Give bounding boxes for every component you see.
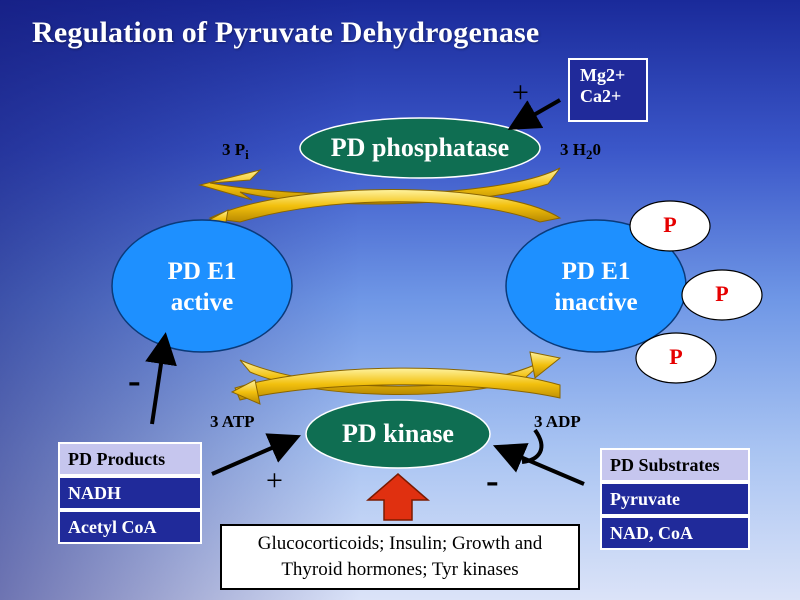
phosphate-label-top: P xyxy=(663,212,677,237)
pd-kinase-ellipse xyxy=(305,399,491,469)
pd-phosphatase-label: PD phosphatase xyxy=(330,133,510,162)
pd-substrates-item-pyruvate: Pyruvate xyxy=(600,482,750,516)
kinase-arrow-lower-head xyxy=(230,379,261,405)
pi-label: 3 Pi xyxy=(222,140,249,162)
pi-subscript: i xyxy=(245,147,249,162)
slide-title: Regulation of Pyruvate Dehydrogenase xyxy=(32,16,540,49)
pd-products-item-nadh: NADH xyxy=(58,476,202,510)
kinase-arrow-upper-head xyxy=(529,351,562,379)
phosphate-circle-bottom xyxy=(635,332,717,384)
phosphate-circle-top xyxy=(629,200,711,252)
phosphate-label-right: P xyxy=(715,281,729,306)
pd-e1-inactive-line1: PD E1 xyxy=(561,258,631,285)
pd-substrates-header: PD Substrates xyxy=(600,448,750,482)
pd-kinase-label: PD kinase xyxy=(342,419,454,448)
atp-label: 3 ATP xyxy=(210,412,255,431)
phosphatase-arrow-lower xyxy=(208,189,562,223)
products-inhibit-arrow xyxy=(145,332,177,425)
phosphate-label-bottom: P xyxy=(669,344,683,369)
pd-e1-active-line2: active xyxy=(170,289,234,317)
pd-substrates-item-nad-coa: NAD, CoA xyxy=(600,516,750,550)
pd-phosphatase-ellipse xyxy=(299,117,541,179)
pd-e1-inactive-label: PD E1 inactive xyxy=(506,256,686,319)
water-prefix: 3 H xyxy=(560,140,586,159)
pd-products-header: PD Products xyxy=(58,442,202,476)
ca-label: Ca2+ xyxy=(580,85,622,106)
substrates-minus-sign: - xyxy=(486,460,499,502)
pd-e1-active-line1: PD E1 xyxy=(167,258,237,285)
kinase-plus-sign: + xyxy=(266,464,283,497)
cofactor-plus-sign: + xyxy=(512,76,529,109)
mg-label: Mg2+ xyxy=(580,65,626,85)
hormone-line2: Thyroid hormones; Tyr kinases xyxy=(281,559,519,580)
pd-products-item-acetyl-coa: Acetyl CoA xyxy=(58,510,202,544)
adp-label: 3 ADP xyxy=(534,412,581,431)
cofactor-arrow xyxy=(507,98,561,130)
water-suffix: 0 xyxy=(592,140,601,159)
pi-prefix: 3 P xyxy=(222,140,246,159)
substrates-inhibit-kinase-arrow xyxy=(492,443,585,486)
water-subscript: 2 xyxy=(585,147,593,162)
pd-e1-inactive-line2: inactive xyxy=(554,289,638,317)
pd-e1-active-ellipse xyxy=(111,219,293,353)
adp-release-arrow xyxy=(521,428,544,464)
hormone-up-arrow xyxy=(365,473,431,521)
kinase-arrow-lower xyxy=(234,367,561,401)
cofactor-box: Mg2+ Ca2+ xyxy=(568,58,648,122)
products-minus-sign: - xyxy=(128,360,141,402)
products-activate-kinase-arrow xyxy=(211,433,302,476)
pd-e1-active-label: PD E1 active xyxy=(112,256,292,319)
hormone-box: Glucocorticoids; Insulin; Growth and Thy… xyxy=(220,524,580,590)
hormone-line1: Glucocorticoids; Insulin; Growth and xyxy=(257,533,543,555)
phosphate-circle-right xyxy=(681,269,763,321)
water-label: 3 H20 xyxy=(560,140,601,162)
